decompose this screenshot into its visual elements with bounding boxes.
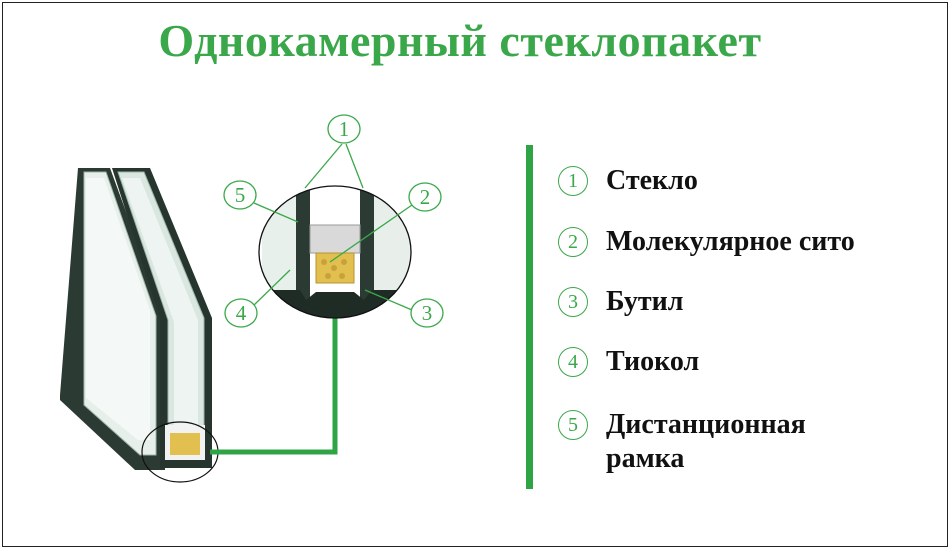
legend-badge-1: 1	[558, 166, 588, 196]
legend-badge-2: 2	[558, 227, 588, 257]
legend-item-3: 3 Бутил	[558, 285, 683, 319]
legend-badge-5: 5	[558, 410, 588, 440]
legend-badge-4: 4	[558, 347, 588, 377]
zoom-pane-left	[296, 186, 310, 310]
zoom-spacer-frame	[309, 224, 361, 254]
callout-badge-1: 1	[327, 114, 361, 144]
callout-badge-4: 4	[224, 298, 258, 328]
zoom-sealant	[262, 290, 411, 318]
inner-pane-highlight	[122, 178, 198, 440]
legend-label-3: Бутил	[606, 286, 684, 317]
legend-item-1: 1 Стекло	[558, 164, 698, 198]
window-glass-unit	[60, 168, 219, 483]
callout-label-1: 1	[339, 117, 350, 141]
legend-label-5: Дистанционная рамка	[606, 409, 806, 474]
legend-label-4: Тиокол	[606, 346, 700, 377]
zoom-glass-left	[262, 190, 300, 300]
zoom-detail	[258, 185, 412, 319]
zoom-circle-outline	[258, 185, 412, 319]
callout-badge-3: 3	[410, 298, 444, 328]
callout-label-2: 2	[420, 185, 431, 209]
legend-divider	[526, 145, 533, 489]
callout-label-3: 3	[422, 301, 433, 325]
page-title: Однокамерный стеклопакет	[158, 15, 762, 66]
bottom-sieve	[170, 433, 200, 455]
outer-pane-highlight	[86, 178, 150, 440]
callout-badge-2: 2	[408, 182, 442, 212]
legend-label-1: Стекло	[606, 165, 698, 196]
connector-line	[210, 318, 338, 455]
legend-item-2: 2 Молекулярное сито	[558, 225, 855, 259]
legend-badge-3: 3	[558, 287, 588, 317]
zoom-pane-right	[360, 186, 374, 310]
callout-leaders	[253, 143, 413, 311]
callout-label-4: 4	[236, 301, 247, 325]
callout-label-5: 5	[235, 183, 246, 207]
legend-item-5: 5 Дистанционная рамка	[558, 408, 888, 475]
callout-badge-5: 5	[223, 180, 257, 210]
legend-label-2: Молекулярное сито	[606, 226, 855, 257]
legend-item-4: 4 Тиокол	[558, 345, 699, 379]
